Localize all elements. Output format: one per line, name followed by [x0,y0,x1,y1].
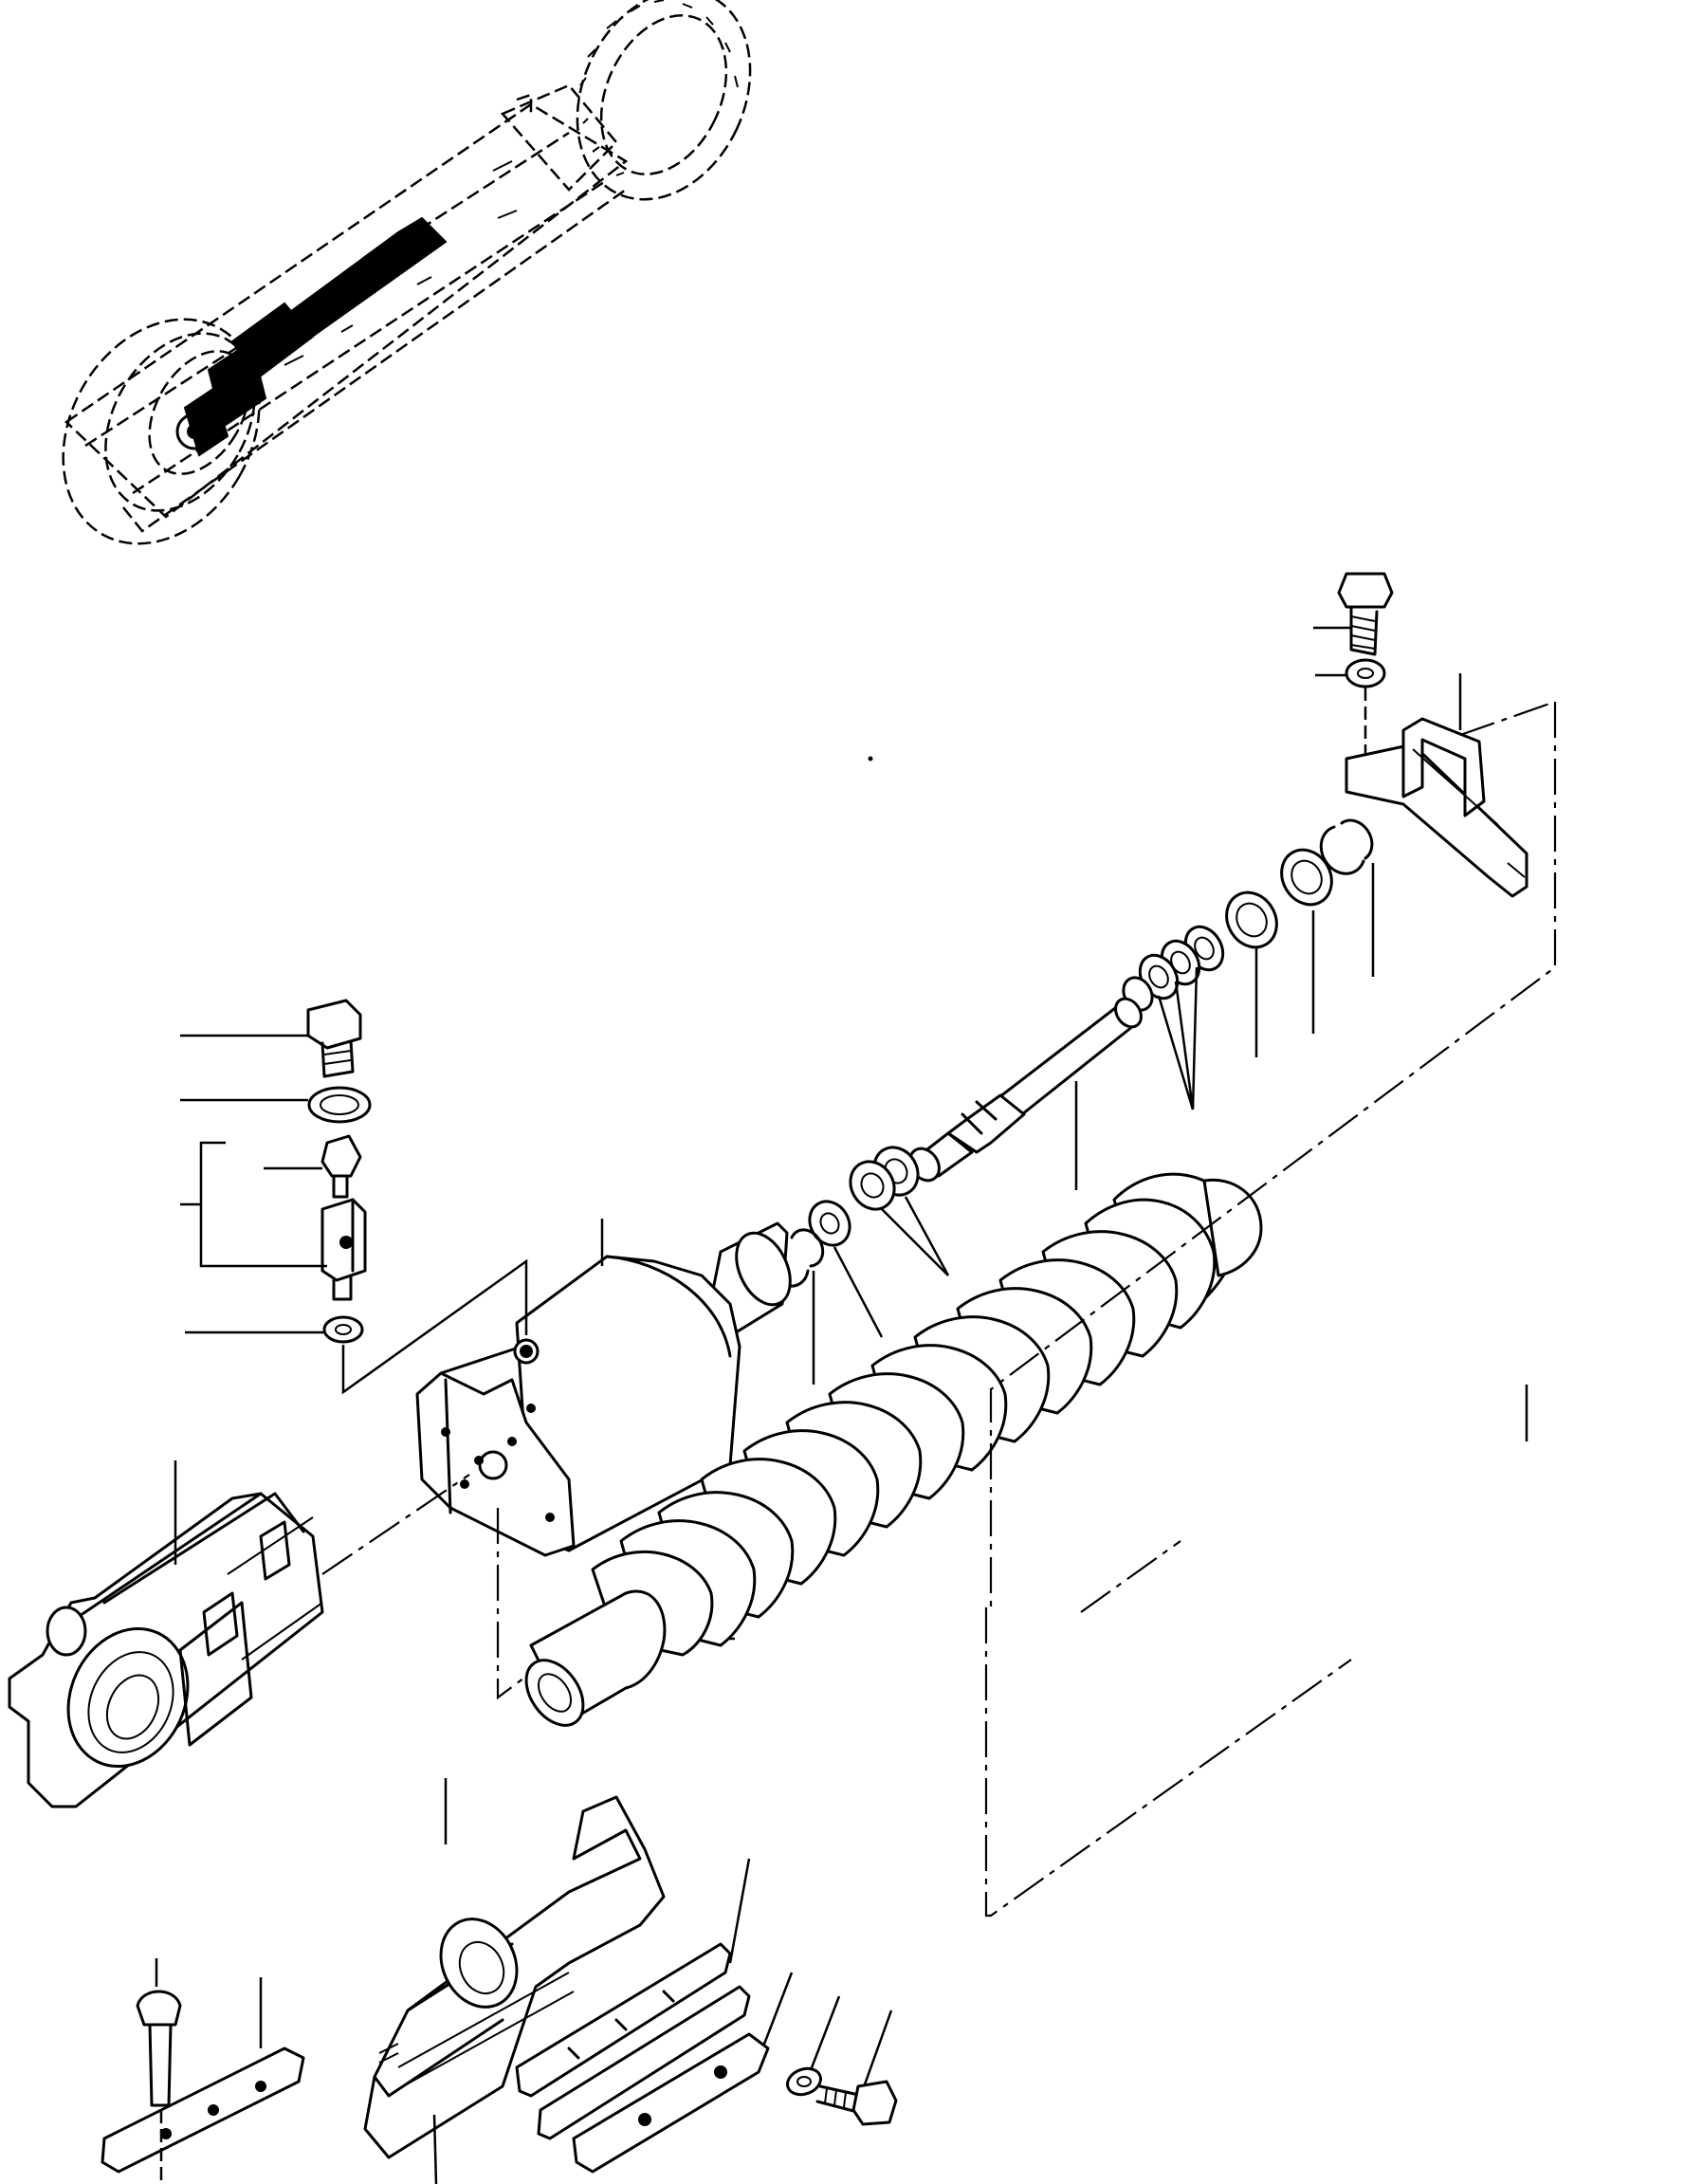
shim-plates [517,1859,749,2138]
sprocket-outline [544,0,782,228]
o-ring [180,1088,370,1122]
bushing-right-b [1217,884,1286,1057]
recoil-spring [515,1174,1527,1735]
guide-bracket [365,1778,664,2157]
idler-yoke [9,1460,322,1807]
track-frame-overview [24,0,782,579]
track-frame-outline [66,104,626,517]
bracket-check-valve-group [180,1143,327,1266]
wear-plate [574,1973,792,2172]
plug-bolt [180,1000,360,1076]
washer-center [802,1194,882,1337]
strip-plate [102,1977,303,2172]
bushing-right-a [1272,841,1341,1034]
piston-rod [904,994,1146,1190]
bolt-top-right [1313,574,1392,654]
seal-ring-set-right [1118,920,1231,1110]
washer-top-right [1315,660,1384,687]
washer-lower [784,1996,839,2099]
pin-lower-left [137,1958,180,2105]
bracket-top-right [1346,673,1527,896]
check-valve [264,1136,360,1197]
piston-ring-set [842,1139,948,1276]
bolt-lower [817,2010,896,2124]
cylinder-body [417,1219,801,1555]
valve-body [322,1200,365,1299]
snap-ring-right [1321,820,1373,977]
washer-valve [185,1317,362,1342]
